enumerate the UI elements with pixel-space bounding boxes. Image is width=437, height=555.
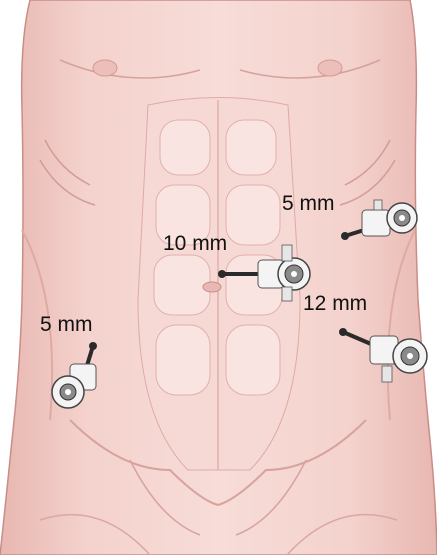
port-label-10mm: 10 mm <box>163 233 227 254</box>
port-label-12mm: 12 mm <box>303 293 367 314</box>
port-label-5mm-right: 5 mm <box>282 193 335 214</box>
umbilicus <box>203 282 221 292</box>
port-label-5mm-left: 5 mm <box>40 314 93 335</box>
nipple-right <box>318 60 342 76</box>
nipple-left <box>93 60 117 76</box>
